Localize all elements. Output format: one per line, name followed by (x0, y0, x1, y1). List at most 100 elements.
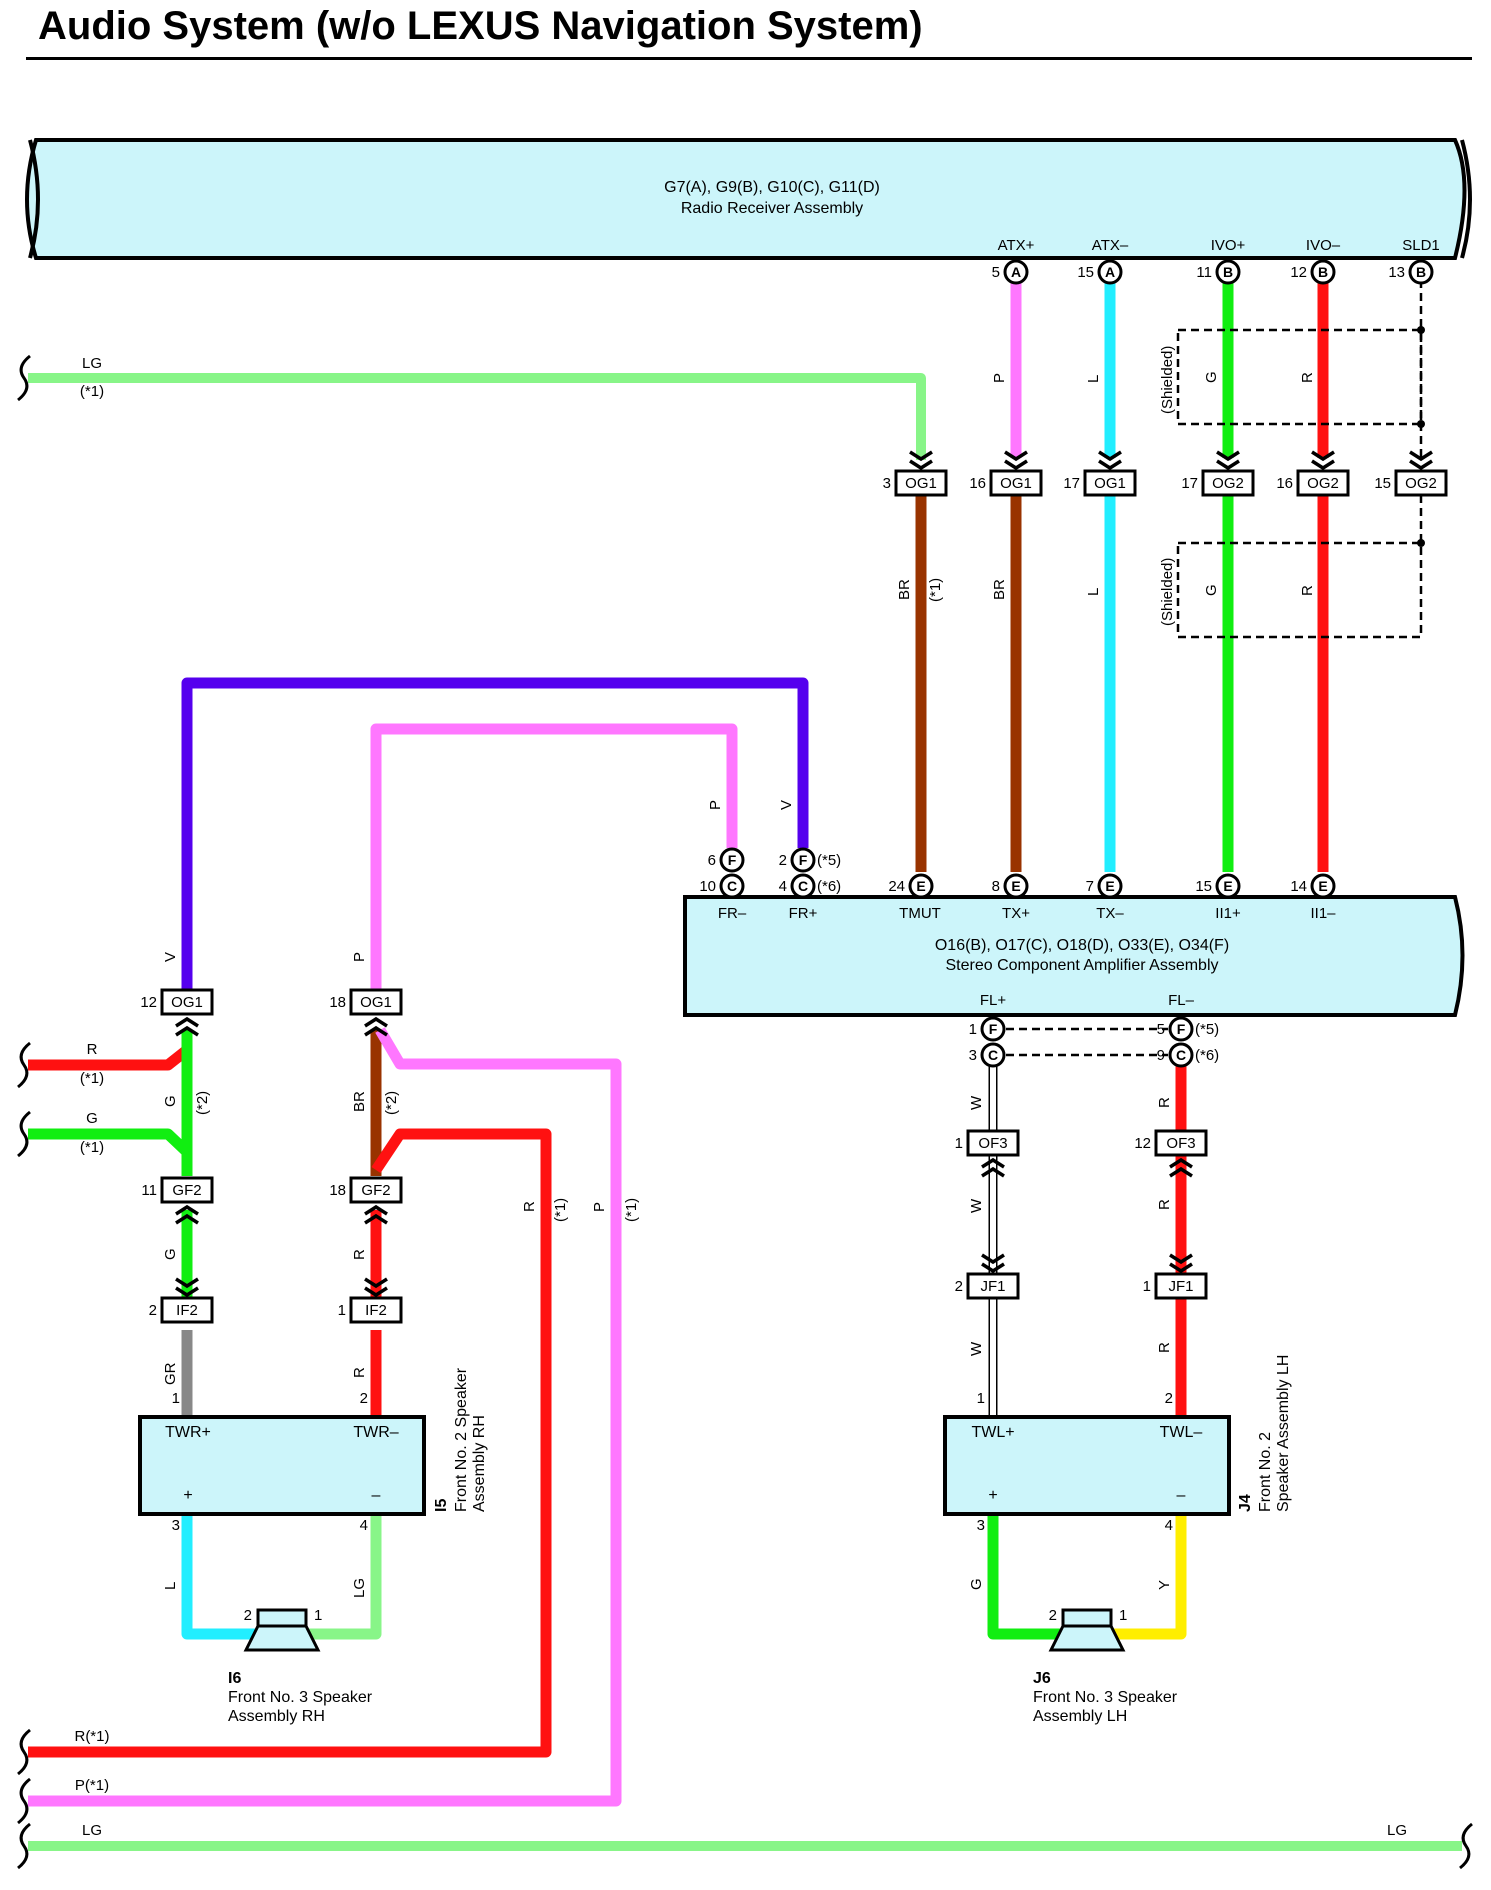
label-y-lh: Y (1156, 1580, 1173, 1590)
amp-top-pin-num-4: 24 (888, 878, 905, 895)
conn-of3-12-name: OF3 (1166, 1135, 1195, 1152)
radio-pin-0-letter: A (1011, 264, 1021, 280)
conn-jf1-2-pin: 2 (955, 1278, 963, 1295)
amp-top-pin-7-letter: E (1223, 878, 1232, 894)
label-p-branch: P (591, 1202, 608, 1212)
label-p-star1: P(*1) (75, 1777, 109, 1794)
speaker-rh-minus-label: TWR– (353, 1424, 398, 1441)
speaker-rh-code: I5 (433, 1499, 450, 1512)
speaker-lh-pin-top-2: 2 (1165, 1390, 1173, 1407)
tweeter-lh-code: J6 (1033, 1670, 1051, 1687)
radio-term-pin-1: 15 (1077, 264, 1094, 281)
label-l-atx: L (1085, 375, 1102, 383)
radio-pin-4: B (1408, 259, 1434, 285)
splice-dot-1 (1417, 326, 1425, 334)
label-shielded-2: (Shielded) (1159, 558, 1176, 626)
tweeter-rh-name1: Front No. 3 Speaker (228, 1689, 373, 1706)
label-r-gf2: R (351, 1249, 368, 1260)
speaker-rh-name2: Assembly RH (471, 1415, 488, 1512)
radio-pin-4-letter: B (1416, 264, 1426, 280)
amp-bottom-pin-3-letter: C (1176, 1047, 1186, 1063)
label-g-og1: G (162, 1095, 179, 1107)
label-g-gf2: G (162, 1248, 179, 1260)
label-v-fr-plus: V (778, 800, 795, 810)
label-lg-bottom-left: LG (82, 1822, 102, 1839)
conn-og1-12-name: OG1 (171, 994, 203, 1011)
label-v-og1: V (162, 952, 179, 962)
amp-top-label-6: II1– (1310, 905, 1336, 922)
label-l-rh: L (162, 1582, 179, 1590)
wire-rh-plus-l (181, 1514, 268, 1640)
label-r-ivo: R (1299, 372, 1316, 383)
label-lg-top-note: (*1) (80, 383, 104, 400)
components-layer (25, 138, 1472, 1652)
tweeter-lh-pin-2: 2 (1049, 1607, 1057, 1624)
amp-bottom-pin-1-letter: C (988, 1047, 998, 1063)
conn-og1-12-pin: 12 (140, 994, 157, 1011)
speaker-lh-minus: – (1177, 1487, 1186, 1504)
break-left-0 (17, 354, 31, 402)
radio-pin-1: A (1097, 259, 1123, 285)
amp-top-pin-3: C (790, 873, 816, 899)
conn-og2-16-pin: 16 (1276, 475, 1293, 492)
tweeter-lh-symbol (1048, 1608, 1126, 1652)
tweeter-rh-pin-2: 2 (244, 1607, 252, 1624)
label-g-lh: G (968, 1578, 985, 1590)
speaker-lh-name2: Speaker Assembly LH (1275, 1355, 1292, 1512)
label-r-in: R (87, 1041, 98, 1058)
label-lg-rh: LG (351, 1578, 368, 1598)
break-left-3 (17, 1728, 31, 1776)
conn-gf2-11-name: GF2 (172, 1182, 201, 1199)
amp-top-label-1: FR+ (789, 905, 818, 922)
amp-top-pin-num-6: 7 (1086, 878, 1094, 895)
speaker-rh-box (138, 1415, 426, 1516)
amp-bottom-pin-0-letter: F (989, 1021, 998, 1037)
amp-name: Stereo Component Amplifier Assembly (945, 957, 1218, 974)
speaker-rh-minus: – (372, 1487, 381, 1504)
labels-layer: G7(A), G9(B), G10(C), G11(D)Radio Receiv… (74, 179, 1439, 1839)
amp-bottom-pin-note-2: (*5) (1195, 1021, 1219, 1038)
conn-og2-16: OG2 16 (1276, 450, 1350, 497)
wire-rh-minus-lg (296, 1514, 382, 1640)
radio-pin-3: B (1310, 259, 1336, 285)
amp-top-pin-note-3: (*6) (817, 878, 841, 895)
amp-top-pin-2: F (790, 847, 816, 873)
radio-term-label-1: ATX– (1092, 237, 1129, 254)
wire-lh-minus-y (1103, 1514, 1187, 1640)
label-lg-bottom-right: LG (1387, 1822, 1407, 1839)
amp-top-pin-num-1: 10 (699, 878, 716, 895)
speaker-lh-plus: + (988, 1487, 997, 1504)
label-w-fl-1: W (968, 1095, 985, 1110)
speaker-rh-pin-top-1: 1 (172, 1390, 180, 1407)
amp-top-pin-1: C (719, 873, 745, 899)
amp-top-pin-6: E (1097, 873, 1123, 899)
speaker-rh-plus-label: TWR+ (165, 1424, 211, 1441)
label-g-in: G (86, 1110, 98, 1127)
page-title: Audio System (w/o LEXUS Navigation Syste… (38, 4, 923, 48)
conn-og2-16-name: OG2 (1307, 475, 1339, 492)
amp-top-pin-2-letter: F (799, 852, 808, 868)
wire-g-in (28, 1128, 191, 1156)
label-g-ii1: G (1203, 584, 1220, 596)
radio-codes: G7(A), G9(B), G10(C), G11(D) (664, 179, 880, 196)
wire-fr-minus-p (370, 723, 738, 990)
speaker-rh-name1: Front No. 2 Speaker (453, 1367, 470, 1512)
amp-top-pin-num-7: 15 (1195, 878, 1212, 895)
label-r-branch-note: (*1) (552, 1198, 569, 1222)
amp-bottom-pin-1: C (980, 1042, 1006, 1068)
amp-top-pin-4: E (908, 873, 934, 899)
conn-og2-17-pin: 17 (1181, 475, 1198, 492)
speaker-lh-minus-label: TWL– (1160, 1424, 1203, 1441)
conn-og2-15-pin: 15 (1374, 475, 1391, 492)
amp-top-pin-5: E (1003, 873, 1029, 899)
label-p-fr-minus: P (707, 800, 724, 810)
amp-top-label-5: II1+ (1215, 905, 1241, 922)
conn-if2-1-name: IF2 (365, 1302, 387, 1319)
amp-top-pin-4-letter: E (916, 878, 925, 894)
